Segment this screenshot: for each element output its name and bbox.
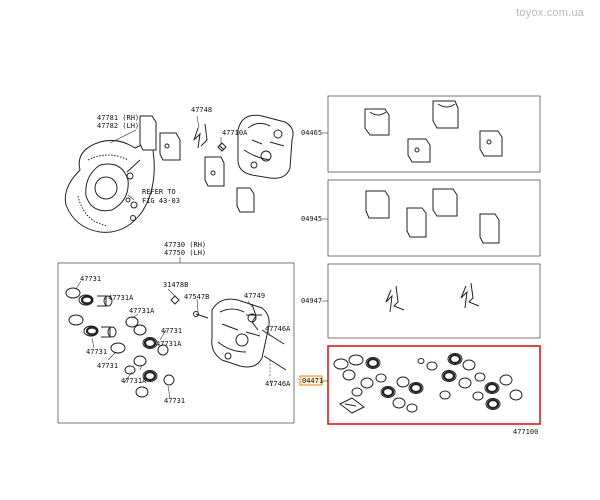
- kit-label-04465: 04465: [301, 129, 322, 137]
- caliper-label-9: 47731: [164, 397, 185, 405]
- caliper-label-8: 47731A: [121, 377, 147, 385]
- kit-04471[interactable]: [299, 345, 541, 425]
- watermark: toyox.com.ua: [516, 7, 584, 19]
- kit-04947: [322, 263, 541, 339]
- caliper-label-47746a-1: 47746A: [265, 325, 291, 333]
- backing-plate-group: [64, 139, 227, 233]
- caliper-label-31478b: 31478B: [163, 281, 188, 289]
- caliper-assembly-frame: [57, 262, 295, 424]
- kit-04465: [322, 95, 541, 173]
- label-47781: 47781 (RH): [97, 114, 139, 122]
- seal-rings-left: [65, 287, 175, 398]
- caliper-label-4: 47731: [161, 327, 182, 335]
- label-47730: 47730 (RH): [164, 241, 206, 249]
- caliper-label-3: 47731A: [129, 307, 155, 315]
- caliper-label-6: 47731: [86, 348, 107, 356]
- caliper-label-47749: 47749: [244, 292, 265, 300]
- top-leaders: [109, 115, 222, 201]
- top-pads-group: [139, 114, 294, 213]
- label-47710a: 47710A: [222, 129, 248, 137]
- caliper-label-2: 47731A: [108, 294, 134, 302]
- kit-label-04945: 04945: [301, 215, 322, 223]
- label-47748: 47748: [191, 106, 212, 114]
- caliper-leaders: [75, 280, 273, 399]
- kit-04945: [322, 179, 541, 257]
- label-47782: 47782 (LH): [97, 122, 139, 130]
- caliper-body: [170, 295, 287, 378]
- refer-to: REFER TO: [142, 188, 176, 196]
- caliper-label-1: 47731: [80, 275, 101, 283]
- caliper-label-47547b: 47547B: [184, 293, 209, 301]
- kit-label-04947: 04947: [301, 297, 322, 305]
- label-47750: 47750 (LH): [164, 249, 206, 257]
- diagram-number: 477100: [513, 428, 538, 436]
- caliper-label-47746a-2: 47746A: [265, 380, 291, 388]
- refer-fig: FIG 43-03: [142, 197, 180, 205]
- caliper-label-7: 47731: [97, 362, 118, 370]
- caliper-label-5: 47731A: [156, 340, 182, 348]
- kit-label-04471: 04471: [302, 377, 323, 385]
